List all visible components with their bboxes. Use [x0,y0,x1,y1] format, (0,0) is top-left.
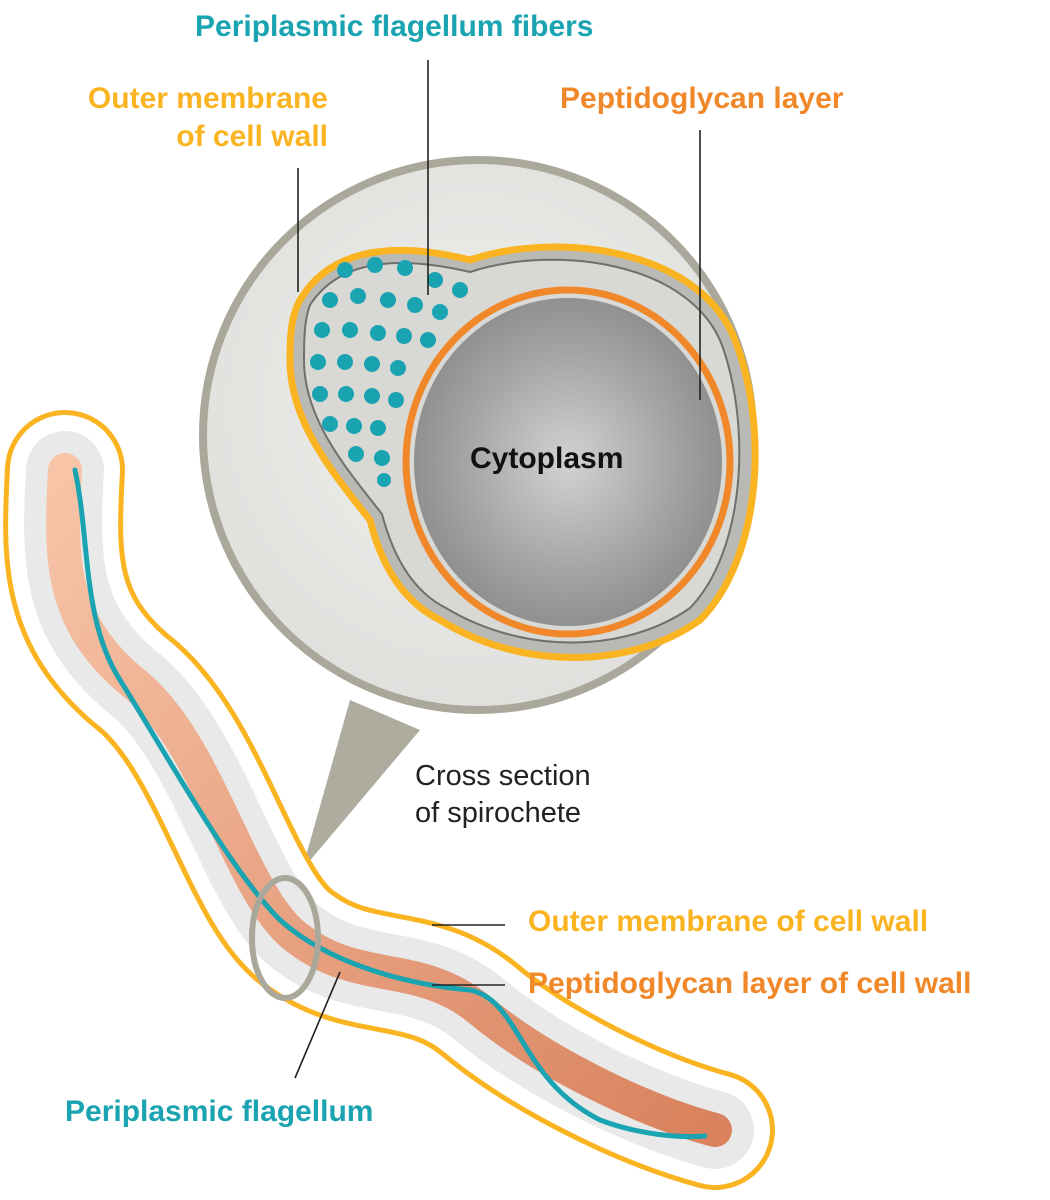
label-peptidoglycan-top: Peptidoglycan layer [560,82,844,115]
label-outer-membrane-line1: Outer membrane [87,82,328,115]
magnifier-ring [249,875,321,1001]
periplasmic-fibers [310,257,468,487]
caption-cross-section-line2: of spirochete [415,797,582,829]
caption-cross-section-line1: Cross section [415,760,591,792]
label-flagellum: Periplasmic flagellum [65,1095,374,1128]
label-flagellum-fibers: Periplasmic flagellum fibers [195,10,594,43]
peptidoglycan-ring [402,286,734,638]
spirochete-cell-body [46,453,732,1147]
magnifier-pointer [302,700,420,870]
label-cytoplasm: Cytoplasm [470,442,624,475]
label-outer-membrane-bottom: Outer membrane of cell wall [528,905,929,938]
leader-flagellum [294,971,341,1079]
periplasmic-flagellum-strand [72,467,708,1140]
label-outer-membrane-line2: of cell wall [176,120,328,153]
cytoplasm-body [414,298,722,626]
label-peptidoglycan-bottom: Peptidoglycan layer of cell wall [528,967,972,1000]
